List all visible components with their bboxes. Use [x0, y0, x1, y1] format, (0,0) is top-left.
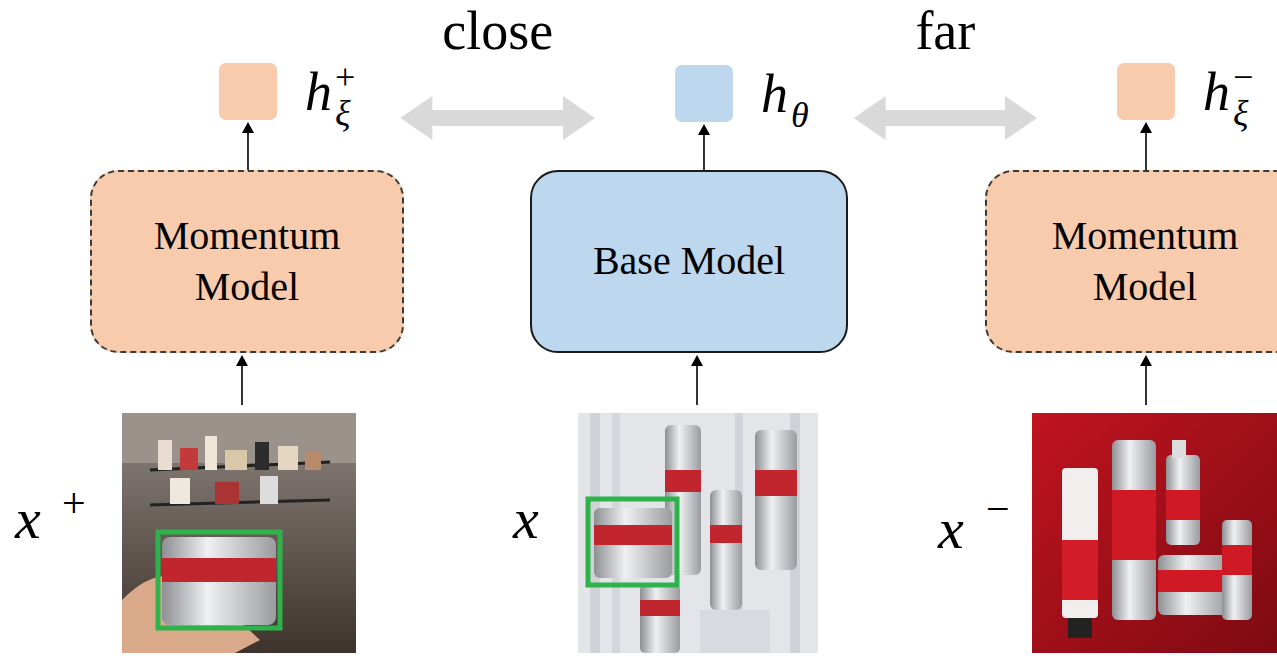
script-column: θ	[791, 61, 809, 127]
spacer	[791, 61, 809, 91]
arrow-head	[242, 122, 254, 133]
momentum-model-box: Momentum Model	[90, 170, 404, 353]
feature-node: h+ξ	[219, 63, 355, 120]
subscript: θ	[791, 97, 809, 133]
feature-label: h−ξ	[1203, 59, 1253, 125]
feature-square	[219, 63, 277, 120]
script-column: −ξ	[1233, 59, 1253, 125]
output-arrow	[1140, 122, 1152, 170]
momentum-model-box: Momentum Model	[985, 170, 1277, 353]
arrow-shape	[400, 96, 595, 140]
base-model-box: Base Model	[530, 170, 848, 353]
arrow-line	[247, 131, 249, 170]
feature-label: hθ	[761, 61, 809, 127]
input-symbol: x	[938, 500, 964, 558]
arrow-line	[1145, 131, 1147, 170]
arrow-line	[703, 133, 705, 170]
script-column: +ξ	[335, 59, 355, 125]
photo-anchor	[578, 413, 818, 653]
feature-symbol: h	[305, 65, 332, 119]
subscript: ξ	[1233, 95, 1253, 131]
output-arrow	[242, 122, 254, 170]
arrow-shape	[854, 96, 1037, 140]
input-symbol: x	[513, 490, 539, 548]
feature-node: hθ	[675, 65, 809, 122]
feature-symbol: h	[761, 67, 788, 121]
output-arrow	[698, 124, 710, 170]
subscript: ξ	[335, 95, 355, 131]
feature-label: h+ξ	[305, 59, 355, 125]
photo-positive	[122, 413, 356, 653]
feature-square	[1117, 63, 1175, 120]
input-arrow	[236, 355, 1152, 405]
edge-label: far	[915, 4, 975, 58]
feature-node: h−ξ	[1117, 63, 1253, 120]
arrow-head	[698, 124, 710, 135]
model-name: Momentum Model	[1025, 211, 1265, 313]
edge-label: close	[442, 4, 553, 58]
input-symbol: x	[15, 490, 41, 548]
feature-square	[675, 65, 733, 122]
similarity-arrow	[400, 96, 595, 140]
similarity-arrow	[854, 96, 1037, 140]
arrow-head	[1140, 122, 1152, 133]
input-sign: +	[62, 482, 86, 524]
superscript: −	[1233, 59, 1253, 89]
model-name: Momentum Model	[127, 211, 367, 313]
input-sign: −	[986, 488, 1010, 530]
photo-negative	[1032, 413, 1277, 653]
feature-symbol: h	[1203, 65, 1230, 119]
model-name: Base Model	[593, 236, 785, 287]
superscript: +	[335, 59, 355, 89]
